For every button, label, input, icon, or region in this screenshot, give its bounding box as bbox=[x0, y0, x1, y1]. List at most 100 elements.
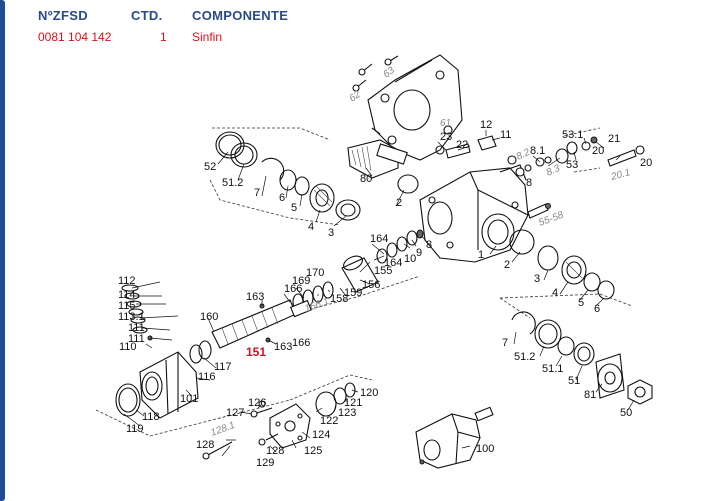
seal-118 bbox=[118, 387, 138, 413]
o-ring-2-right bbox=[509, 229, 535, 255]
label-5a: 5 bbox=[291, 202, 297, 214]
label-20a: 20 bbox=[592, 145, 604, 157]
label-ref-63: 63 bbox=[381, 65, 397, 81]
label-1: 1 bbox=[478, 249, 484, 261]
lower-right-parts bbox=[511, 311, 595, 366]
label-51-2a: 51.2 bbox=[222, 177, 243, 189]
label-53: 53 bbox=[566, 159, 578, 171]
label-21: 21 bbox=[608, 133, 620, 145]
label-51: 51 bbox=[568, 375, 580, 387]
label-159: 159 bbox=[344, 287, 362, 299]
label-164a: 164 bbox=[370, 233, 388, 245]
label-124: 124 bbox=[312, 429, 330, 441]
label-5b: 5 bbox=[578, 297, 584, 309]
label-113-1: 113.1 bbox=[118, 311, 145, 323]
label-101: 101 bbox=[180, 393, 198, 405]
bracket-bolts bbox=[352, 55, 399, 92]
label-122: 122 bbox=[320, 415, 338, 427]
label-100: 100 bbox=[476, 443, 494, 455]
label-166a: 166 bbox=[284, 283, 302, 295]
header-part-number: NºZFSD bbox=[38, 8, 88, 23]
label-110: 110 bbox=[119, 341, 137, 353]
label-4a: 4 bbox=[308, 221, 314, 233]
label-160: 160 bbox=[200, 311, 218, 323]
label-6a: 6 bbox=[279, 192, 285, 204]
label-6b: 6 bbox=[594, 303, 600, 315]
label-ref-62: 62 bbox=[347, 89, 363, 105]
label-169: 169 bbox=[292, 275, 310, 287]
label-164b: 164 bbox=[384, 257, 402, 269]
complete-assembly bbox=[415, 406, 494, 469]
label-163a: 163 bbox=[246, 291, 264, 303]
row-part-number[interactable]: 0081 104 142 bbox=[38, 30, 112, 44]
label-81: 81 bbox=[584, 389, 596, 401]
label-2b: 2 bbox=[396, 197, 402, 209]
label-111b: 111 bbox=[128, 333, 145, 345]
label-125: 125 bbox=[304, 445, 322, 457]
label-114: 114 bbox=[118, 289, 136, 301]
label-163b: 163 bbox=[274, 341, 292, 353]
guide-line-right bbox=[499, 293, 633, 319]
label-158: 158 bbox=[330, 293, 348, 305]
label-8a: 8 bbox=[426, 239, 432, 251]
part-labels: 112 114 115 113.1 111 111 110 160 117 11… bbox=[118, 119, 652, 469]
main-housing bbox=[419, 164, 529, 263]
label-ref-128-1: 128.1 bbox=[209, 420, 236, 439]
label-12: 12 bbox=[480, 119, 492, 131]
guide-line-middle bbox=[299, 275, 421, 313]
label-ref-166-1: 166.1 bbox=[303, 296, 330, 315]
label-22: 22 bbox=[456, 139, 468, 151]
o-ring-2-top bbox=[397, 174, 419, 194]
label-ref-8-2: 8.2 bbox=[515, 147, 533, 163]
label-166b: 166 bbox=[292, 337, 310, 349]
label-128b: 128 bbox=[266, 445, 284, 457]
label-51-1: 51.1 bbox=[542, 363, 563, 375]
label-118: 118 bbox=[142, 411, 160, 423]
label-50: 50 bbox=[620, 407, 632, 419]
left-accent-bar bbox=[0, 0, 5, 501]
piston-body bbox=[139, 351, 199, 419]
label-117: 117 bbox=[214, 361, 232, 373]
label-2a: 2 bbox=[504, 259, 510, 271]
guide-line-cover bbox=[289, 374, 373, 401]
seal-119 bbox=[115, 383, 141, 417]
valve-parts-top-right bbox=[435, 127, 645, 177]
label-7b: 7 bbox=[502, 337, 508, 349]
label-121: 121 bbox=[344, 397, 362, 409]
label-170: 170 bbox=[306, 267, 324, 279]
pitman-arm-seal bbox=[595, 353, 625, 399]
label-10: 10 bbox=[404, 253, 416, 265]
row-component[interactable]: Sinfin bbox=[192, 30, 223, 44]
label-126: 126 bbox=[248, 397, 266, 409]
label-115: 115 bbox=[118, 300, 136, 312]
label-ref-61: 61 bbox=[440, 118, 451, 129]
label-ref-20-1: 20.1 bbox=[609, 167, 632, 183]
right-ring-series bbox=[537, 245, 615, 300]
label-112: 112 bbox=[118, 275, 136, 287]
label-7a: 7 bbox=[254, 187, 260, 199]
label-116: 116 bbox=[198, 371, 216, 383]
label-111a: 111 bbox=[128, 322, 145, 334]
header-quantity: CTD. bbox=[131, 8, 163, 23]
label-20b: 20 bbox=[640, 157, 652, 169]
label-53-1: 53.1 bbox=[562, 129, 583, 141]
label-119: 119 bbox=[126, 423, 144, 435]
label-4b: 4 bbox=[552, 287, 558, 299]
label-8-1: 8.1 bbox=[530, 145, 545, 157]
sector-shaft bbox=[347, 139, 408, 179]
worm-rings bbox=[189, 340, 212, 364]
label-123: 123 bbox=[338, 407, 356, 419]
highlighted-part-label[interactable]: 151 bbox=[246, 345, 266, 359]
label-127: 127 bbox=[226, 407, 244, 419]
cover-plate bbox=[269, 403, 311, 449]
label-ref-8-3: 8.3 bbox=[545, 163, 563, 179]
label-3b: 3 bbox=[534, 273, 540, 285]
label-120: 120 bbox=[360, 387, 378, 399]
mounting-bracket bbox=[367, 54, 463, 161]
left-ring-series bbox=[215, 131, 361, 221]
label-9: 9 bbox=[416, 247, 422, 259]
label-129: 129 bbox=[256, 457, 274, 469]
label-156: 156 bbox=[362, 279, 380, 291]
label-23: 23 bbox=[440, 131, 452, 143]
valve-fitting bbox=[527, 203, 551, 219]
